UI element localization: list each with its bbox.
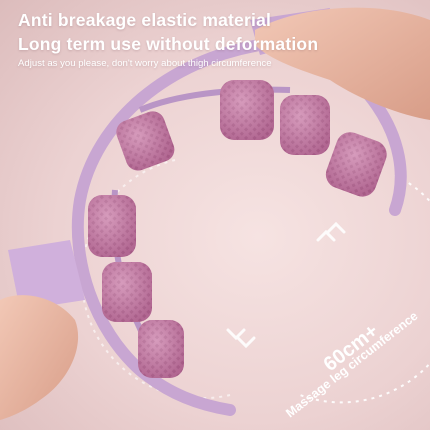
arrow-chevrons-up [316, 221, 346, 242]
left-handle [8, 240, 85, 310]
left-hand [0, 295, 79, 420]
right-hand [255, 7, 430, 120]
circumference-caption: Massage leg circumference [283, 309, 420, 421]
subheadline-adjustable: Adjust as you please, don't worry about … [18, 58, 272, 69]
arrow-chevrons-down [226, 328, 256, 349]
roller-group-left [88, 195, 184, 378]
headline-elastic-material: Anti breakage elastic material [18, 10, 272, 30]
headline-no-deformation: Long term use without deformation [18, 34, 319, 54]
roller-group-top [116, 80, 387, 197]
